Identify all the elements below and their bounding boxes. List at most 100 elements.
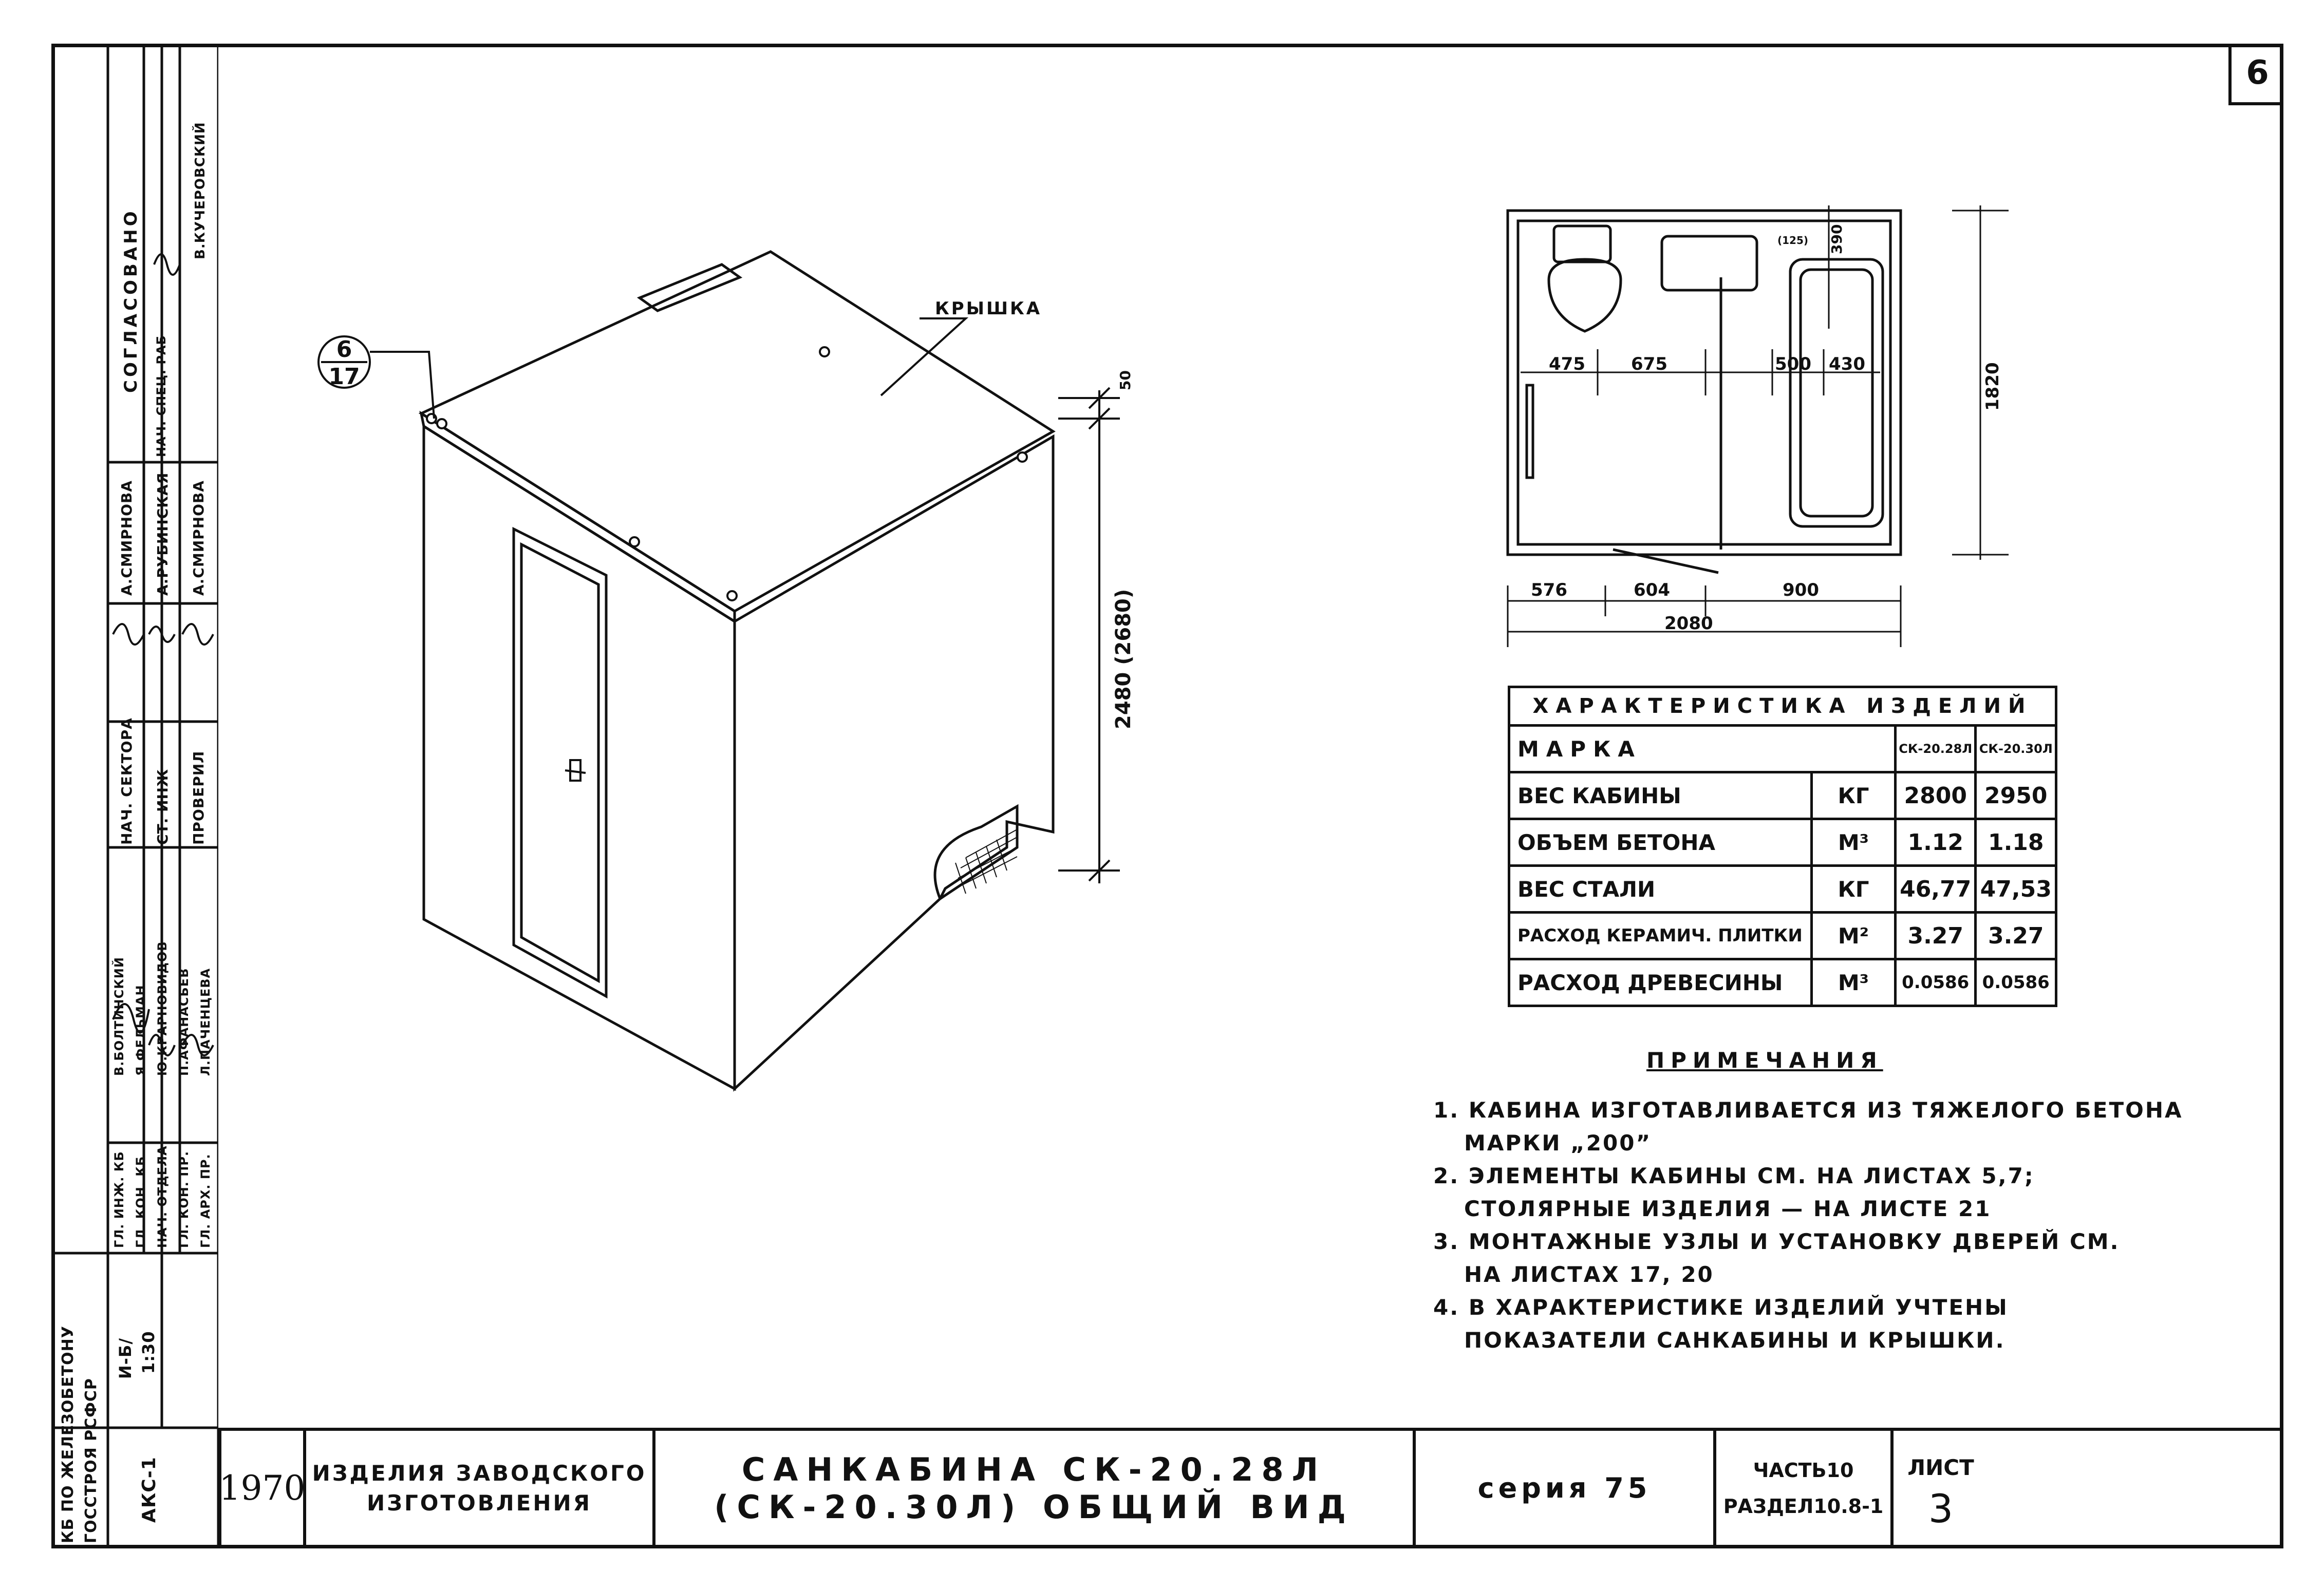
bathtub — [1789, 258, 1884, 528]
drawing-scale: 1:30 — [139, 1331, 158, 1374]
dim-475: 475 — [1549, 354, 1585, 374]
bathtub-inner — [1799, 268, 1874, 518]
door-swing — [1613, 548, 1719, 574]
title-block-top-line — [218, 1428, 2283, 1431]
approval-b-role-3: НАЧ. ОТДЕЛА — [155, 1145, 170, 1248]
approval-b-role-2: ГЛ. КОН. КБ — [134, 1156, 148, 1248]
stamp-grid — [51, 44, 218, 1548]
lid-leader — [880, 317, 969, 396]
product-line-2: ИЗГОТОВЛЕНИЯ — [366, 1490, 592, 1516]
row-name: РАСХОД ДРЕВЕСИНЫ — [1508, 958, 1813, 1007]
cabin-left-face — [422, 424, 736, 1091]
toilet-bowl — [1547, 258, 1622, 333]
product-line-1: ИЗДЕЛИЯ ЗАВОДСКОГО — [312, 1460, 647, 1486]
approval-name-3: А.СМИРНОВА — [190, 480, 207, 596]
row-unit: М² — [1810, 911, 1897, 960]
row-value: 3.27 — [1894, 911, 1977, 960]
note-number: 2. — [1433, 1163, 1460, 1188]
table-title: ХАРАКТЕРИСТИКА ИЗДЕЛИЙ — [1508, 686, 2057, 727]
section: РАЗДЕЛ10.8-1 — [1723, 1495, 1884, 1518]
col-header-2: СК-20.30Л — [1974, 724, 2057, 773]
callout-leader — [370, 351, 435, 419]
signature-7 — [153, 253, 181, 276]
signature-5 — [148, 1034, 176, 1056]
note-item: 4. В ХАРАКТЕРИСТИКЕ ИЗДЕЛИЙ УЧТЕНЫ ПОКАЗ… — [1433, 1291, 2194, 1357]
row-name: ВЕС СТАЛИ — [1508, 864, 1813, 914]
dim-604: 604 — [1634, 580, 1670, 600]
part-section-cell: ЧАСТЬ10 РАЗДЕЛ10.8-1 — [1713, 1428, 1890, 1548]
dim-top: 50 — [1117, 370, 1134, 390]
drawing-frame — [51, 44, 2283, 1548]
note-number: 3. — [1433, 1229, 1460, 1254]
album-code: АКС-1 — [139, 1456, 160, 1523]
org-line-2: ГОССТРОЯ РСФСР — [82, 1378, 100, 1543]
signature-1 — [112, 623, 145, 646]
org-line-1: КБ ПО ЖЕЛЕЗОБЕТОНУ — [59, 1326, 77, 1543]
cabin-door-frame — [512, 526, 608, 999]
row-name: ОБЪЕМ БЕТОНА — [1508, 818, 1813, 867]
row-name: ВЕС КАБИНЫ — [1508, 771, 1813, 820]
series: серия 75 — [1413, 1428, 1713, 1548]
isometric-view: 6 17 КРЫШКА 50 2480 (2680) — [317, 250, 1135, 1092]
row-value: 3.27 — [1974, 911, 2057, 960]
lid-opening — [636, 263, 743, 312]
row-value: 0.0586 — [1974, 958, 2057, 1007]
note-line: ЭЛЕМЕНТЫ КАБИНЫ СМ. НА ЛИСТАХ 5,7; — [1468, 1163, 2035, 1188]
row-value: 47,53 — [1974, 864, 2057, 914]
table-row: РАСХОД ДРЕВЕСИНЫ М³ 0.0586 0.0586 — [1508, 958, 2057, 1007]
callout-circle — [317, 335, 371, 389]
row-value: 1.12 — [1894, 818, 1977, 867]
row-value: 0.0586 — [1894, 958, 1977, 1007]
drawing-title: САНКАБИНА СК-20.28Л (СК-20.30Л) ОБЩИЙ ВИ… — [652, 1428, 1413, 1548]
plan-inner-wall — [1516, 219, 1892, 546]
approval-name-2: А.РУБИНСКАЯ — [154, 472, 171, 596]
note-line: МОНТАЖНЫЕ УЗЛЫ И УСТАНОВКУ ДВЕРЕЙ СМ. — [1468, 1229, 2120, 1254]
table-row: РАСХОД КЕРАМИЧ. ПЛИТКИ М² 3.27 3.27 — [1508, 911, 2057, 960]
notes-list: 1. КАБИНА ИЗГОТАВЛИВАЕТСЯ ИЗ ТЯЖЕЛОГО БЕ… — [1433, 1094, 2194, 1357]
characteristics-table: ХАРАКТЕРИСТИКА ИЗДЕЛИЙ МАРКА СК-20.28Л С… — [1508, 686, 2057, 1007]
row-unit: КГ — [1810, 771, 1897, 820]
row-unit: М³ — [1810, 958, 1897, 1007]
agreed-role: НАЧ. СПЕЦ. РАБ — [154, 335, 168, 457]
approval-b-role-4: ГЛ. КОН. ПР. — [177, 1150, 191, 1248]
agreed-title: СОГЛАСОВАНО — [121, 208, 141, 393]
notes-title: ПРИМЕЧАНИЯ — [1646, 1048, 1883, 1073]
approval-role-2: СТ. ИНЖ — [154, 768, 171, 845]
note-line: СТОЛЯРНЫЕ ИЗДЕЛИЯ — НА ЛИСТЕ 21 — [1464, 1196, 1992, 1221]
approval-b-name-1: В.БОЛТИНСКИЙ — [112, 957, 126, 1076]
door-handle-icon — [565, 759, 586, 782]
row-value: 46,77 — [1894, 864, 1977, 914]
table-row: ВЕС СТАЛИ КГ 46,77 47,53 — [1508, 864, 2057, 914]
row-unit: КГ — [1810, 864, 1897, 914]
washbasin — [1660, 235, 1758, 292]
dim-125: (125) — [1777, 234, 1808, 247]
approval-b-name-2: Я.ФЕЛЬМАН — [134, 985, 148, 1076]
drawing-code: И-Б/ — [116, 1337, 135, 1379]
title-block: 1970 ИЗДЕЛИЯ ЗАВОДСКОГО ИЗГОТОВЛЕНИЯ САН… — [218, 1428, 2283, 1548]
signature-6 — [181, 1034, 214, 1056]
approval-b-role-5: ГЛ. АРХ. ПР. — [198, 1153, 213, 1248]
signature-4 — [112, 1003, 150, 1034]
sheet-label: ЛИСТ — [1907, 1454, 1974, 1480]
sheet-number: 3 — [1928, 1485, 1954, 1531]
note-line: НА ЛИСТАХ 17, 20 — [1464, 1262, 1714, 1287]
row-value: 1.18 — [1974, 818, 2057, 867]
signature-2 — [148, 626, 176, 643]
col-header-1: СК-20.28Л — [1894, 724, 1977, 773]
sheet-corner-number: 6 — [2228, 44, 2283, 105]
note-number: 1. — [1433, 1098, 1460, 1123]
approval-b-name-4: П.АФАНАСЬЕВ — [177, 968, 191, 1076]
plan-dim-lines — [1507, 205, 2009, 647]
dim-900: 900 — [1783, 580, 1819, 600]
toilet-tank — [1552, 224, 1612, 263]
sheet-cell: ЛИСТ 3 — [1890, 1428, 1988, 1548]
cabin-right-face — [733, 434, 1055, 1092]
note-line: ПОКАЗАТЕЛИ САНКАБИНЫ И КРЫШКИ. — [1464, 1328, 2006, 1353]
callout-top: 6 — [336, 336, 352, 363]
callout-bottom: 17 — [328, 364, 360, 390]
note-number: 4. — [1433, 1295, 1460, 1320]
left-stamp-strip: СОГЛАСОВАНО НАЧ. СПЕЦ. РАБ В.КУЧЕРОВСКИЙ… — [51, 44, 218, 1548]
signature-3 — [181, 623, 214, 646]
part: ЧАСТЬ10 — [1753, 1459, 1854, 1482]
floor-tile-pattern — [955, 829, 1018, 894]
